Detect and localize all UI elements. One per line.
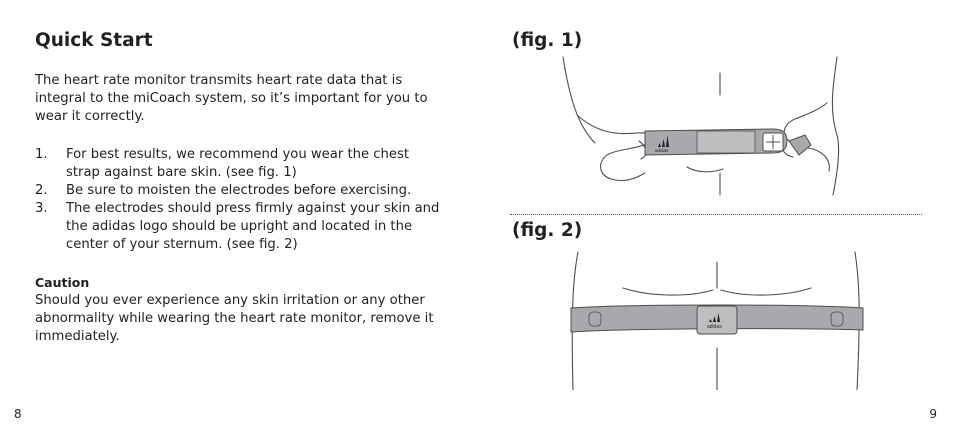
torso-right-outline: [831, 56, 840, 196]
torso-left-outline: [571, 251, 579, 390]
step-text: The electrodes should press firmly again…: [66, 201, 440, 252]
right-page: (fig. 1) adidas (fig.: [477, 0, 954, 434]
list-item: 1. For best results, we recommend you we…: [35, 146, 445, 182]
step-number: 3.: [35, 201, 48, 216]
torso-right-outline: [854, 251, 860, 390]
electrode-right: [830, 311, 844, 327]
page-title: Quick Start: [35, 30, 153, 51]
page-number-right: 9: [929, 407, 937, 421]
step-text: For best results, we recommend you wear …: [66, 147, 410, 180]
page-number-left: 8: [14, 407, 22, 421]
adidas-logo: [709, 313, 720, 322]
strap-module: [696, 130, 756, 154]
caution-text: Should you ever experience any skin irri…: [35, 293, 434, 344]
list-item: 2. Be sure to moisten the electrodes bef…: [35, 182, 445, 200]
left-hand-outline: [576, 114, 652, 182]
adidas-logo: [658, 135, 669, 147]
strap-end-tab: [788, 134, 812, 156]
logo-wordmark: adidas: [707, 324, 722, 330]
steps-list: 1. For best results, we recommend you we…: [35, 146, 445, 254]
figure-divider: [510, 214, 922, 215]
fig1-illustration: adidas: [562, 56, 840, 196]
step-number: 2.: [35, 183, 48, 198]
transmitter-module: [696, 305, 738, 335]
electrode-left: [588, 311, 602, 327]
logo-wordmark: adidas: [655, 148, 669, 153]
step-number: 1.: [35, 147, 48, 162]
fig2-label: (fig. 2): [512, 220, 583, 241]
left-page: Quick Start The heart rate monitor trans…: [14, 30, 445, 421]
step-text: Be sure to moisten the electrodes before…: [66, 183, 412, 198]
fig1-label: (fig. 1): [512, 30, 583, 51]
intro-paragraph: The heart rate monitor transmits heart r…: [35, 73, 428, 124]
fig2-illustration: adidas: [570, 251, 864, 390]
caution-heading: Caution: [35, 275, 90, 290]
chest-left-line: [622, 287, 714, 296]
chest-right-line: [720, 287, 812, 296]
connector-cross: [766, 135, 780, 149]
list-item: 3. The electrodes should press firmly ag…: [35, 200, 445, 254]
torso-left-outline: [562, 56, 596, 144]
abdomen-line: [686, 166, 724, 173]
